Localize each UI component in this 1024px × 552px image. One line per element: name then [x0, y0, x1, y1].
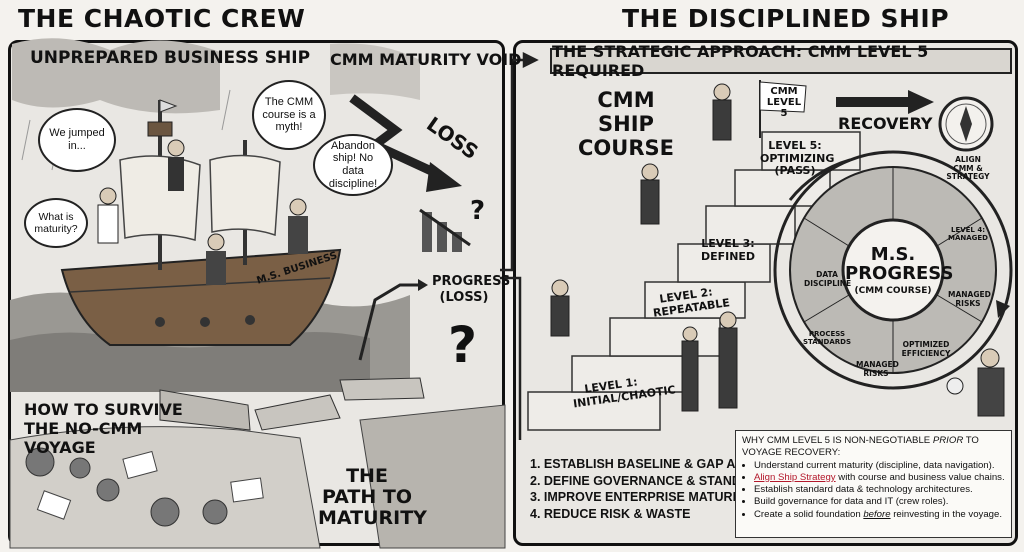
why-title-post: TO VOYAGE RECOVERY:	[742, 435, 979, 459]
bubble-myth: The CMM course is a myth!	[252, 80, 326, 150]
why-item-post: reinvesting in the voyage.	[890, 508, 1003, 520]
scattered-papers-icon	[36, 450, 264, 520]
scattered-gears-icon	[25, 447, 228, 527]
why-item: Build governance for data and IT (crew r…	[754, 496, 1005, 508]
path-heading: THE PATH TO MATURITY	[318, 465, 427, 529]
gear-segment-data-discipline: DATA DISCIPLINE	[804, 270, 852, 288]
gear-center-title: M.S. PROGRESS	[845, 244, 954, 284]
progress-gear	[773, 150, 1013, 390]
why-highlight: Align Ship Strategy	[754, 471, 836, 483]
why-item-rest: with course and business value chains.	[835, 471, 1005, 483]
gear-segment-level4: LEVEL 4: MANAGED	[948, 226, 988, 242]
why-title-em: PRIOR	[932, 435, 964, 446]
why-item: Understand current maturity (discipline,…	[754, 460, 1005, 472]
why-item: Establish standard data & technology arc…	[754, 484, 1005, 496]
flag-icon	[759, 80, 807, 138]
void-heading: CMM MATURITY VOID	[330, 50, 522, 69]
gear-segment-managed-risks-2: MANAGED RISKS	[856, 360, 899, 378]
why-list: Understand current maturity (discipline,…	[754, 460, 1005, 521]
why-item: Create a solid foundation before reinves…	[754, 509, 1005, 521]
why-item-em: before	[863, 508, 891, 520]
storm-clouds	[12, 38, 420, 114]
why-level5-box: WHY CMM LEVEL 5 IS NON-NEGOTIABLE PRIOR …	[735, 430, 1012, 538]
course-title: CMM SHIP COURSE	[578, 88, 674, 161]
step-item: 3. IMPROVE ENTERPRISE MATURITY	[530, 490, 753, 505]
recovery-arrow-icon	[836, 90, 934, 114]
question-mark-large: ?	[448, 316, 478, 374]
gear-arrow-icon	[996, 300, 1010, 318]
level-3-label: LEVEL 3: DEFINED	[700, 237, 756, 263]
bubble-maturity: What is maturity?	[24, 198, 88, 248]
why-title: WHY CMM LEVEL 5 IS NON-NEGOTIABLE PRIOR …	[742, 435, 1005, 460]
gear-segment-managed-risks-1: MANAGED RISKS	[948, 290, 991, 308]
declining-bar-chart-icon	[419, 208, 471, 252]
bubble-jumped: We jumped in...	[38, 108, 116, 172]
action-steps-list: 1. ESTABLISH BASELINE & GAP ANALYSS 2. D…	[530, 456, 785, 523]
recovery-label: RECOVERY	[838, 114, 933, 133]
step-item: 4. REDUCE RISK & WASTE	[530, 506, 691, 521]
gear-segment-optimized-efficiency: OPTIMIZED EFFICIENCY	[901, 340, 951, 358]
ship-heading: UNPREPARED BUSINESS SHIP	[30, 48, 311, 68]
level-5-label: LEVEL 5: OPTIMIZING (PASS)	[760, 139, 835, 178]
ship-hull	[60, 248, 342, 346]
compass-label: ALIGN CMM & STRATEGY	[946, 155, 990, 182]
navigator-figure	[946, 348, 1005, 417]
bridge-arrow	[500, 51, 539, 440]
why-item: Align Ship Strategy with course and busi…	[754, 472, 1005, 484]
staircase	[527, 131, 861, 431]
progress-loss-label: PROGRESS (LOSS)	[432, 274, 511, 305]
broken-bridge	[159, 377, 425, 431]
strategic-approach-header: THE STRATEGIC APPROACH: CMM LEVEL 5 REQU…	[550, 42, 1012, 80]
question-mark-small: ?	[470, 196, 486, 226]
step-item: 1. ESTABLISH BASELINE & GAP ANALYSS	[530, 457, 785, 471]
flag-label: CMM LEVEL 5	[766, 86, 802, 119]
cliff	[9, 404, 506, 549]
loss-arrow-icon	[349, 94, 462, 192]
why-title-pre: WHY CMM LEVEL 5 IS NON-NEGOTIABLE	[742, 435, 933, 446]
right-title: THE DISCIPLINED SHIP	[622, 4, 950, 33]
compass-icon	[938, 96, 994, 152]
gear-center-subtitle: (CMM COURSE)	[854, 286, 932, 296]
climbing-businessmen	[550, 83, 738, 412]
why-item-pre: Create a solid foundation	[754, 508, 864, 520]
left-title: THE CHAOTIC CREW	[18, 4, 306, 33]
step-item: 2. DEFINE GOVERNANCE & STANDARDS	[530, 473, 777, 488]
bubble-abandon: Abandon ship! No data discipline!	[313, 134, 393, 196]
crew-figures	[97, 139, 308, 285]
progress-arrow-icon	[358, 279, 428, 361]
survive-heading: HOW TO SURVIVE THE NO-CMM VOYAGE	[24, 400, 183, 458]
gear-segment-process-standards: PROCESS STANDARDS	[802, 330, 852, 346]
